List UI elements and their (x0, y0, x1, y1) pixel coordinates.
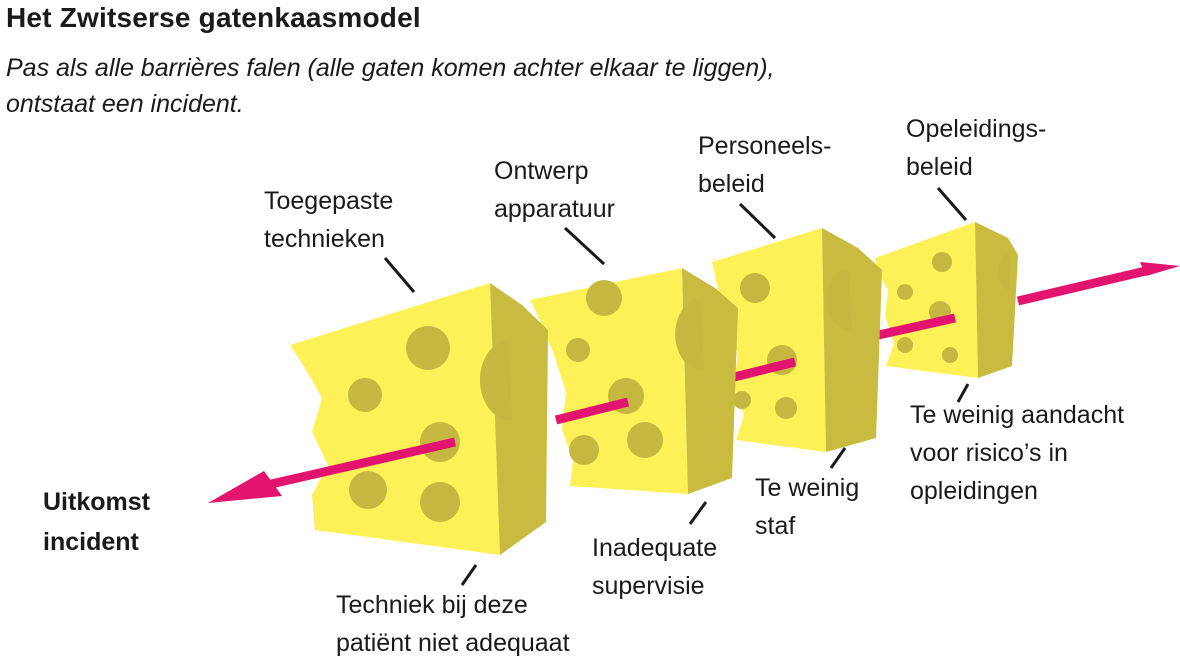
cheese-1-hole (348, 378, 382, 412)
leader-line (383, 257, 416, 293)
cheese-slice-1 (290, 283, 548, 555)
leader-lines (383, 187, 970, 586)
label-line: supervisie (592, 572, 705, 600)
label-line: Techniek bij deze (336, 591, 528, 619)
label-line: Te weinig aandacht (910, 401, 1125, 429)
subtitle-line-2: ontstaat een incident. (6, 90, 244, 118)
label-line: incident (43, 528, 139, 556)
label-outcome: Uitkomst incident (43, 482, 150, 562)
leader-line (829, 447, 847, 469)
label-line: apparatuur (494, 195, 615, 223)
label-line: technieken (264, 225, 385, 253)
arrow-segment (554, 397, 630, 425)
cheese-1-hole (406, 326, 450, 370)
cheese-1-hole (349, 471, 387, 509)
cheese-4-side-notch (998, 250, 1010, 292)
label-layer-1-bottom: Techniek bij deze patiënt niet adequaat (336, 586, 570, 662)
label-layer-3-bottom: Te weinig staf (755, 469, 859, 545)
cheese-4-front (875, 222, 978, 378)
cheese-3-hole (740, 273, 770, 303)
cheese-2-hole (627, 422, 663, 458)
label-layer-2-bottom: Inadequate supervisie (592, 529, 717, 605)
cheese-4-hole (932, 252, 952, 272)
label-line: Te weinig (755, 474, 860, 502)
cheese-3-side-notch (827, 268, 852, 331)
label-line: patiënt niet adequaat (336, 629, 570, 657)
cheese-4-hole (942, 347, 958, 363)
leader-line (956, 383, 970, 403)
label-line: voor risico’s in (910, 439, 1068, 467)
cheese-4-hole (897, 337, 913, 353)
cheese-4-hole (897, 284, 913, 300)
label-line: staf (755, 512, 796, 540)
cheese-3-side (822, 228, 882, 452)
label-layer-3-top: Personeels- beleid (698, 127, 831, 203)
label-layer-1-top: Toegepaste technieken (264, 182, 393, 258)
diagram-subtitle: Pas als alle barrières falen (alle gaten… (6, 50, 1006, 122)
cheese-1-side (490, 283, 548, 555)
cheese-1-hole (420, 482, 460, 522)
diagram-title: Het Zwitserse gatenkaasmodel (6, 2, 421, 33)
cheese-2-hole (566, 338, 590, 362)
label-line: Personeels- (698, 132, 832, 160)
arrow-tail-shaft (1016, 265, 1152, 306)
leader-line (563, 226, 606, 266)
label-layer-2-top: Ontwerp apparatuur (494, 152, 615, 228)
cheese-slice-3 (712, 228, 882, 452)
label-layer-4-top: Opeleidings- beleid (906, 110, 1046, 186)
arrow-front-head (208, 471, 282, 503)
cheese-slice-2 (530, 268, 738, 494)
cheese-1-front (290, 283, 500, 555)
cheese-1-side-notch (479, 340, 512, 421)
arrow-front-shaft (243, 437, 457, 495)
cheese-2-side-notch (675, 298, 704, 371)
label-line: Opeleidings- (906, 115, 1047, 143)
arrow-tail (1016, 262, 1180, 306)
label-line: beleid (906, 153, 973, 181)
label-line: opleidingen (910, 477, 1038, 505)
subtitle-line-1: Pas als alle barrières falen (alle gaten… (6, 54, 775, 82)
cheese-2-hole (569, 435, 599, 465)
cheese-2-hole (586, 280, 622, 316)
label-layer-4-bottom: Te weinig aandacht voor risico’s in ople… (910, 396, 1124, 510)
label-line: Ontwerp (494, 157, 589, 185)
arrow-head-outcome (208, 437, 457, 503)
cheese-3-hole (775, 397, 797, 419)
leader-line (738, 202, 777, 240)
leader-line (460, 564, 478, 586)
cheese-3-hole (733, 391, 751, 409)
label-line: beleid (698, 170, 765, 198)
label-line: Toegepaste (264, 187, 394, 215)
cheese-4-side (975, 222, 1018, 378)
label-line: Inadequate (592, 534, 718, 562)
leader-line (936, 187, 968, 221)
leader-line (688, 501, 708, 525)
cheese-slice-4 (875, 222, 1018, 378)
label-line: Uitkomst (43, 488, 150, 516)
